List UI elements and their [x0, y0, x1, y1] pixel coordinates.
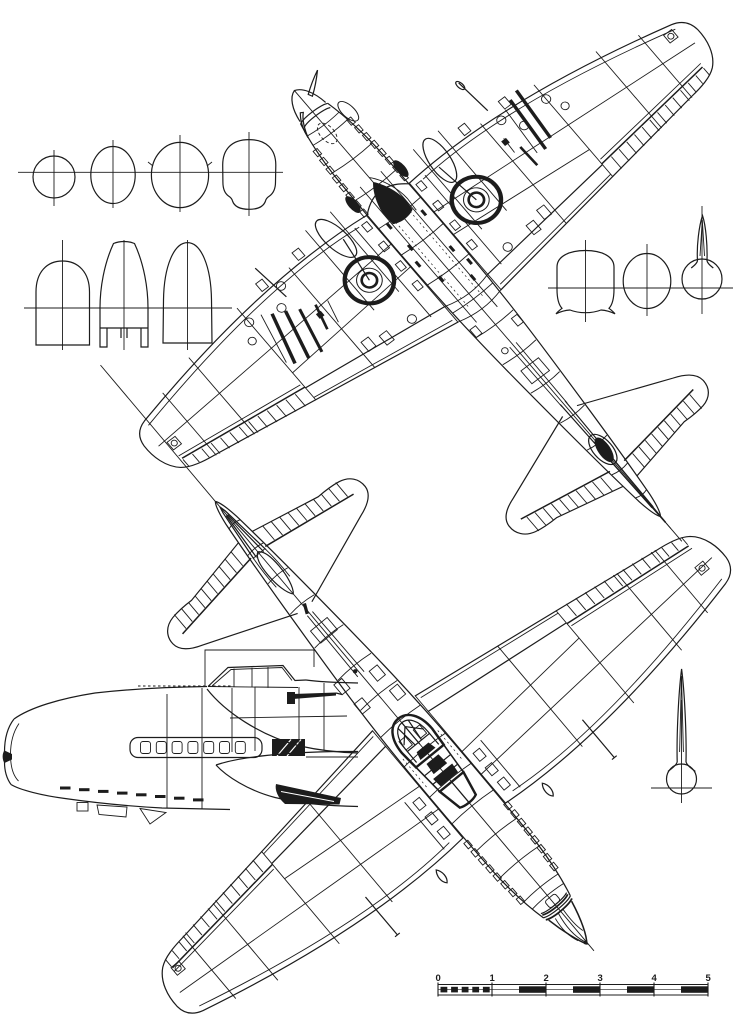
svg-text:4: 4: [652, 973, 658, 984]
svg-text:5: 5: [706, 973, 712, 984]
svg-text:2: 2: [544, 973, 549, 984]
svg-text:3: 3: [598, 973, 603, 984]
svg-text:0: 0: [436, 973, 441, 984]
svg-text:1: 1: [490, 973, 496, 984]
